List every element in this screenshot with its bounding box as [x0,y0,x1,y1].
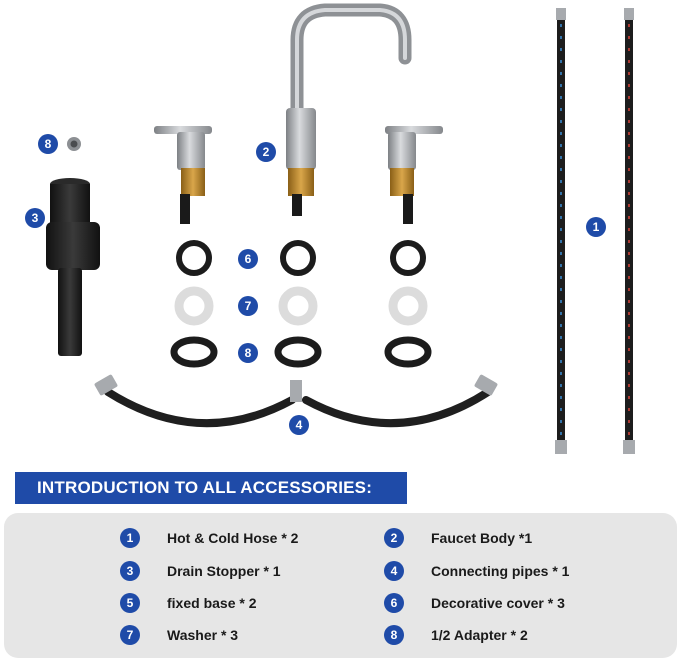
list-number-badge: 6 [384,593,404,613]
washer [174,286,428,326]
list-item-label: Drain Stopper * 1 [167,563,281,579]
callout-badge: 8 [38,134,58,154]
list-number-badge: 5 [120,593,140,613]
list-item: 6 Decorative cover * 3 [384,593,565,613]
list-number-badge: 4 [384,561,404,581]
list-item: 7 Washer * 3 [120,625,238,645]
list-item: 3 Drain Stopper * 1 [120,561,281,581]
connecting-pipes [94,374,498,428]
callout-badge: 8 [238,343,258,363]
fixed-base [170,336,432,368]
list-number-badge: 8 [384,625,404,645]
drain-stopper [46,178,100,356]
list-number-badge: 2 [384,528,404,548]
list-item-label: Hot & Cold Hose * 2 [167,530,299,546]
list-item-label: Washer * 3 [167,627,239,643]
callout-badge: 7 [238,296,258,316]
hose [555,8,635,454]
list-item: 8 1/2 Adapter * 2 [384,625,528,645]
list-item: 2 Faucet Body *1 [384,528,532,548]
callout-badge: 3 [25,208,45,228]
accessories-panel [4,513,677,658]
callout-badge: 4 [289,415,309,435]
faucet-body [286,3,412,216]
callout-badge: 2 [256,142,276,162]
list-number-badge: 7 [120,625,140,645]
accessories-diagram [46,3,635,454]
callout-badge: 6 [238,249,258,269]
list-item-label: Decorative cover * 3 [431,595,565,611]
list-item-label: fixed base * 2 [167,595,257,611]
list-item-label: Connecting pipes * 1 [431,563,570,579]
list-item-label: 1/2 Adapter * 2 [431,627,528,643]
list-item-label: Faucet Body *1 [431,530,533,546]
list-item: 5 fixed base * 2 [120,593,257,613]
decorative-cover [176,240,426,276]
list-number-badge: 3 [120,561,140,581]
section-banner: INTRODUCTION TO ALL ACCESSORIES: [15,472,407,504]
list-item: 1 Hot & Cold Hose * 2 [120,528,298,548]
right-handle [385,126,443,224]
left-handle [154,126,212,224]
list-number-badge: 1 [120,528,140,548]
callout-badge: 1 [586,217,606,237]
adapter [67,137,81,151]
list-item: 4 Connecting pipes * 1 [384,561,569,581]
